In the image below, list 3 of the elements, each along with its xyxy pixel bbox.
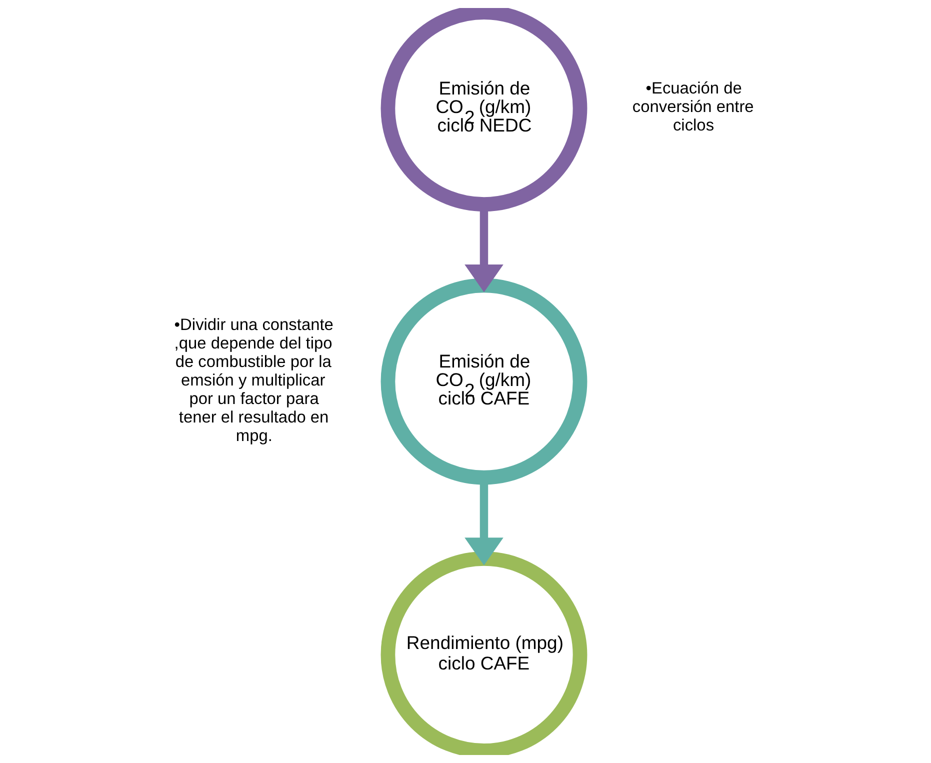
node-label: •Ecuación de conversión entre ciclos [632,80,754,135]
node-circle: Rendimiento (mpg) ciclo CAFE [380,551,588,755]
node-label: •Dividir una constante ,que depende del tipo de combustible por la emsión y multiplicar por un factor para tener el resultado en mpg. [174,316,334,445]
